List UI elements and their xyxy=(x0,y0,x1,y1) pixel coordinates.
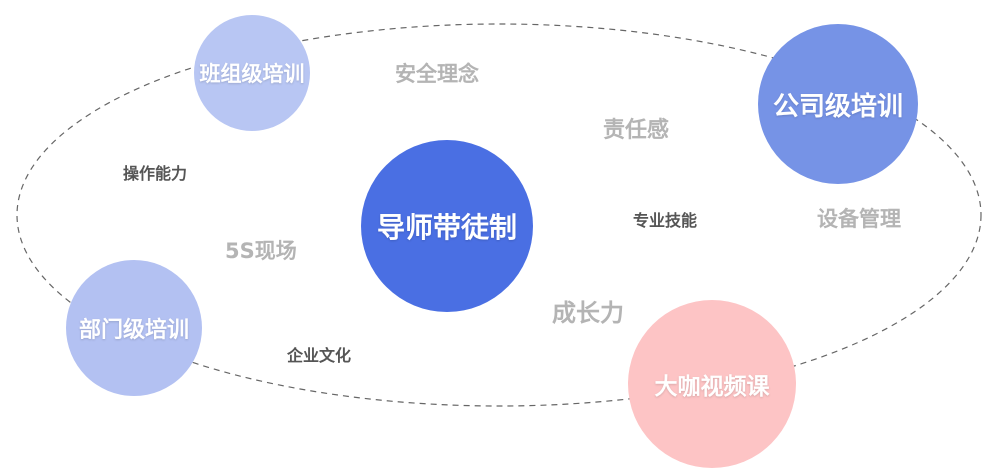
keyword-equipment: 设备管理 xyxy=(817,207,901,231)
keyword-5s: 5S现场 xyxy=(225,239,297,263)
mentorship-circle: 导师带徒制 xyxy=(361,140,533,312)
team-training-circle: 班组级培训 xyxy=(194,15,310,131)
company-training-label: 公司级培训 xyxy=(772,91,903,122)
keyword-professional: 专业技能 xyxy=(633,211,698,230)
expert-video-circle: 大咖视频课 xyxy=(628,300,796,468)
keyword-responsibility: 责任感 xyxy=(603,118,670,143)
department-training-label: 部门级培训 xyxy=(78,318,189,343)
department-training-circle: 部门级培训 xyxy=(66,260,202,396)
mentorship-label: 导师带徒制 xyxy=(376,211,517,244)
keyword-safety: 安全理念 xyxy=(395,62,479,86)
company-training-circle: 公司级培训 xyxy=(758,24,918,184)
keyword-operation: 操作能力 xyxy=(123,164,188,183)
team-training-label: 班组级培训 xyxy=(199,62,305,86)
keyword-culture: 企业文化 xyxy=(287,346,352,365)
orbit-ellipse xyxy=(16,23,982,407)
keyword-growth: 成长力 xyxy=(552,299,624,327)
expert-video-label: 大咖视频课 xyxy=(654,374,770,400)
